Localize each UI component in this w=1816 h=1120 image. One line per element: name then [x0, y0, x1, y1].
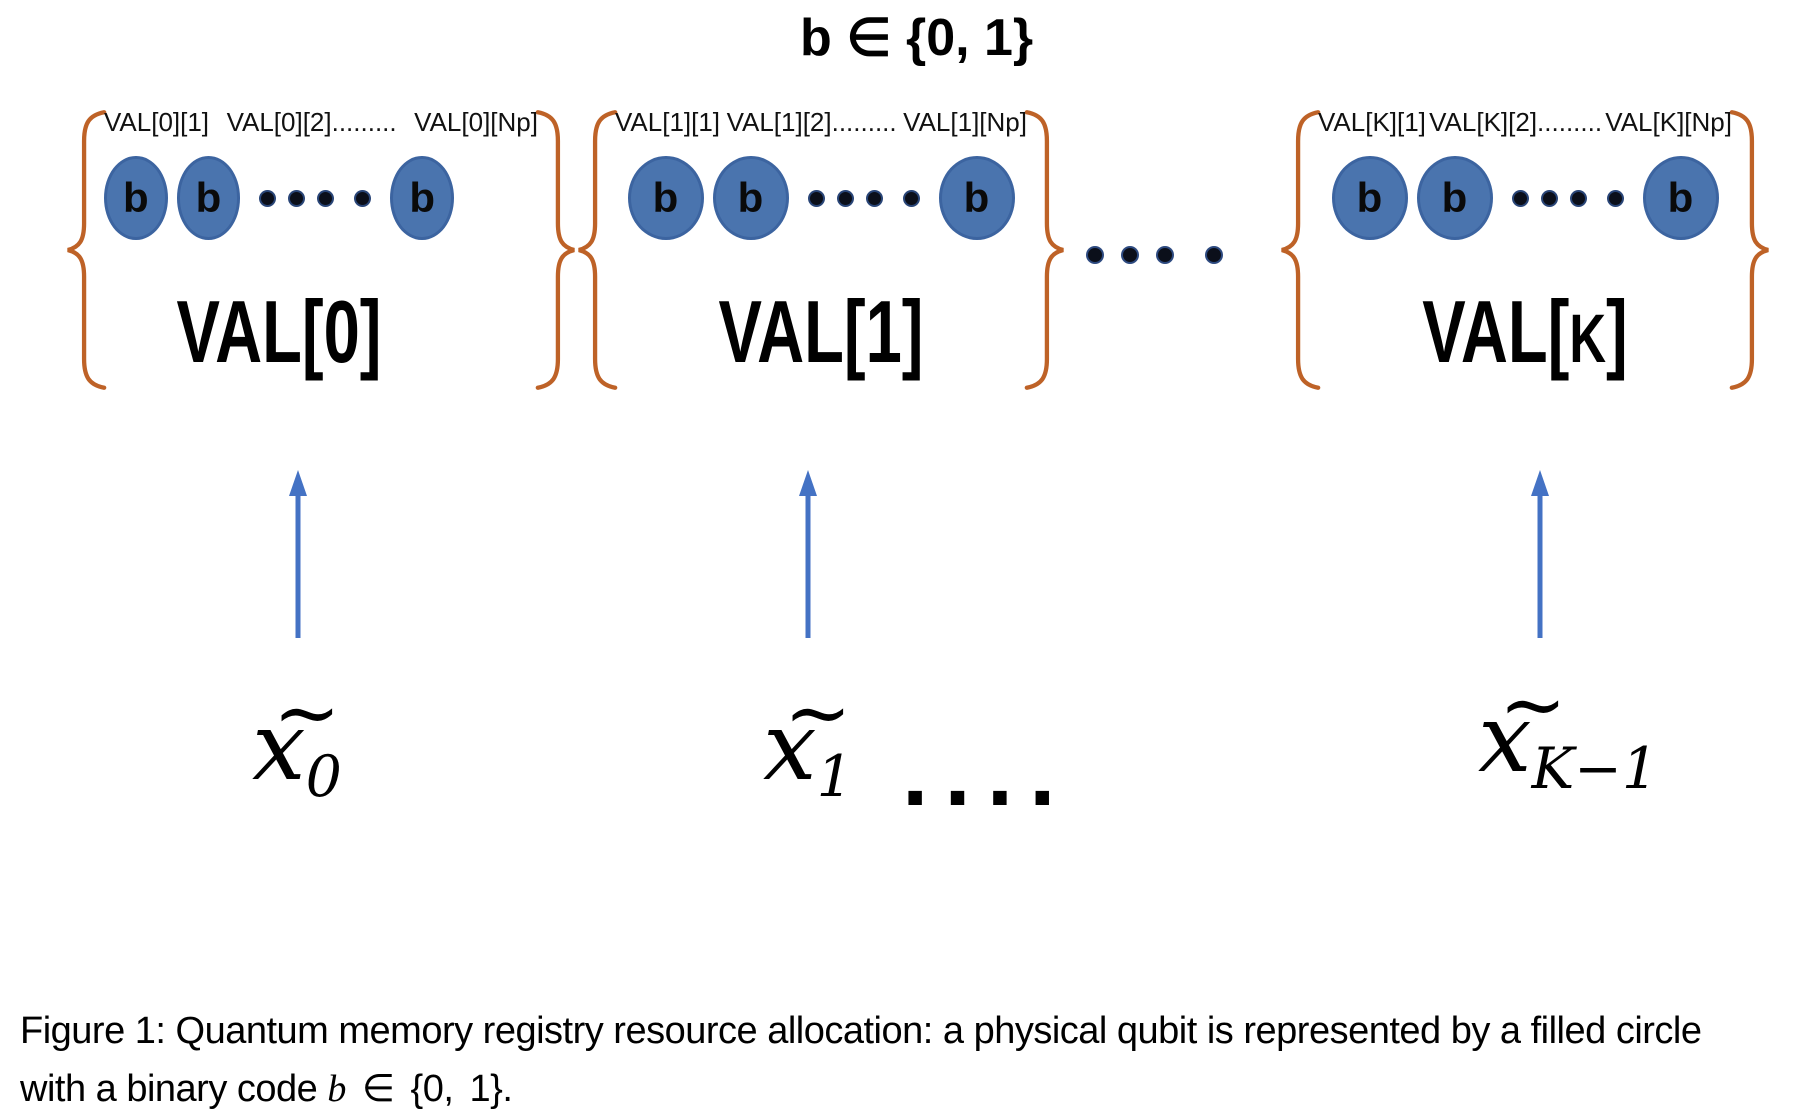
- ellipsis-dots-icon: [807, 189, 920, 207]
- qubit-circle: b: [938, 156, 1015, 240]
- right-brace-icon: [1024, 110, 1064, 390]
- qubit-label: VAL[0][Np]: [414, 107, 538, 137]
- qubit-symbol: b: [1356, 174, 1383, 221]
- register-label: VAL[0]: [176, 282, 382, 381]
- register-label: VAL[1]: [718, 282, 924, 381]
- qubit-label: VAL[K][2].........: [1429, 107, 1603, 137]
- ellipsis-dots-icon: [259, 189, 372, 207]
- register-group-val0: VAL[0][1] VAL[0][2]......... VAL[0][Np] …: [64, 102, 578, 398]
- qubit-index-labels: VAL[K][1] VAL[K][2]......... VAL[K][Np]: [1318, 102, 1732, 138]
- qubit-label: VAL[1][Np]: [903, 107, 1027, 137]
- qubit-label: VAL[0][2].........: [226, 107, 397, 137]
- register-group-val1: VAL[1][1] VAL[1][2]......... VAL[1][Np] …: [575, 102, 1067, 398]
- group-content: VAL[1][1] VAL[1][2]......... VAL[1][Np] …: [615, 102, 1027, 381]
- group-content: VAL[0][1] VAL[0][2]......... VAL[0][Np] …: [104, 102, 538, 381]
- register-variable-xk1: ~xK−1: [1478, 657, 1659, 803]
- register-label: VAL[K]: [1422, 282, 1628, 381]
- qubit-circle: b: [176, 156, 241, 240]
- register-variable-x0: ~x0: [252, 665, 342, 811]
- qubit-circle: b: [627, 156, 704, 240]
- x-tilde: ~x: [1478, 657, 1567, 794]
- qubit-symbol: b: [1667, 174, 1694, 221]
- qubit-row: b b b: [615, 154, 1027, 242]
- qubit-row: b b b: [104, 154, 455, 242]
- qubit-symbol: b: [652, 174, 679, 221]
- left-brace-icon: [1281, 110, 1321, 390]
- qubit-label: VAL[K][1]: [1318, 107, 1426, 137]
- qubit-circle: b: [1416, 156, 1493, 240]
- group-content: VAL[K][1] VAL[K][2]......... VAL[K][Np] …: [1318, 102, 1732, 381]
- up-arrow-icon: [289, 470, 307, 638]
- qubit-symbol: b: [963, 174, 990, 221]
- qubit-label: VAL[1][1]: [615, 107, 721, 137]
- ellipsis-dots-icon: [1511, 189, 1624, 207]
- qubit-index-labels: VAL[0][1] VAL[0][2]......... VAL[0][Np]: [104, 102, 538, 138]
- qubit-circle: b: [390, 156, 455, 240]
- qubit-circle: b: [1642, 156, 1719, 240]
- qubit-index-labels: VAL[1][1] VAL[1][2]......... VAL[1][Np]: [615, 102, 1027, 138]
- qubit-label: VAL[0][1]: [104, 107, 210, 137]
- x-tilde: ~x: [763, 665, 852, 802]
- qubit-symbol: b: [195, 174, 222, 221]
- register-group-valk: VAL[K][1] VAL[K][2]......... VAL[K][Np] …: [1278, 102, 1772, 398]
- right-brace-icon: [535, 110, 575, 390]
- ellipsis-after-x1: ....: [902, 720, 1072, 826]
- qubit-circle: b: [104, 156, 168, 240]
- figure-caption: Figure 1: Quantum memory registry resour…: [20, 1002, 1812, 1118]
- caption-line2: with a binary code b ∈ {0, 1}.: [20, 1068, 513, 1111]
- qubit-symbol: b: [409, 174, 435, 221]
- left-brace-icon: [67, 110, 107, 390]
- up-arrow-icon: [799, 470, 817, 638]
- right-brace-icon: [1729, 110, 1769, 390]
- qubit-row: b b b: [1318, 154, 1732, 242]
- qubit-symbol: b: [737, 174, 764, 221]
- x-tilde: ~x: [252, 665, 341, 802]
- qubit-label: VAL[1][2].........: [726, 107, 897, 137]
- qubit-label: VAL[K][Np]: [1605, 107, 1732, 137]
- ellipsis-dots-between-registers-icon: [1086, 246, 1223, 264]
- figure-title: b ∈ {0, 1}: [800, 9, 1034, 67]
- left-brace-icon: [578, 110, 618, 390]
- qubit-symbol: b: [1441, 174, 1468, 221]
- qubit-symbol: b: [123, 174, 149, 221]
- qubit-circle: b: [712, 156, 789, 240]
- register-variable-x1: ~x1: [763, 665, 853, 811]
- qubit-circle: b: [1331, 156, 1408, 240]
- caption-line1: Figure 1: Quantum memory registry resour…: [20, 1010, 1702, 1052]
- up-arrow-icon: [1531, 470, 1549, 638]
- math-b-variable: b: [327, 1068, 346, 1111]
